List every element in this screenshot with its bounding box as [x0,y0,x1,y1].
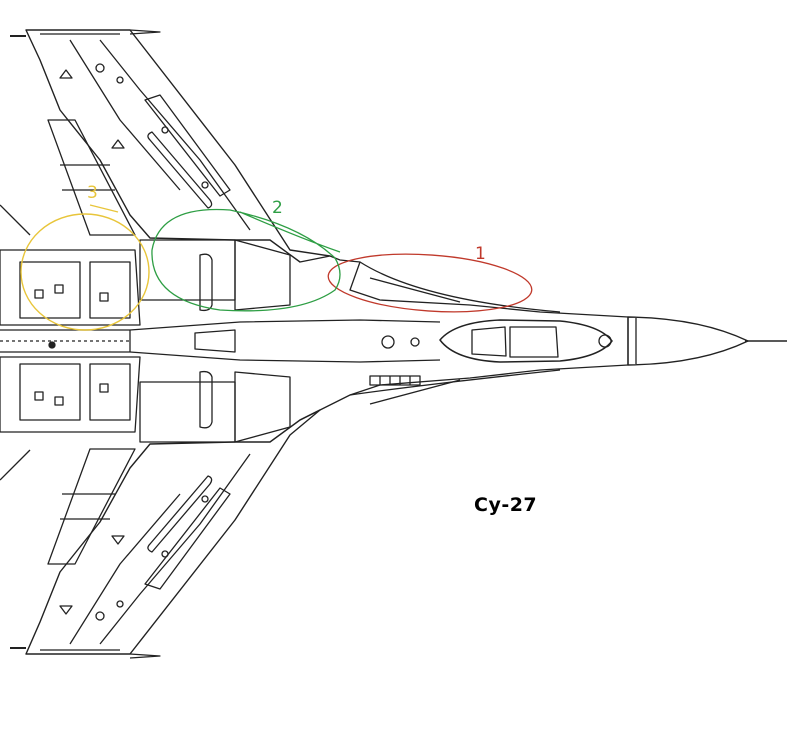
annotation-ellipse-2 [151,208,341,312]
annotation-ellipse-3 [20,213,150,331]
diagram-title: Су-27 [474,494,538,516]
tail-fin-lower [0,449,31,481]
annotation-label-2: 2 [272,198,283,218]
cockpit-canopy [439,319,613,363]
lerx-lower [349,369,561,396]
wing-lower [25,409,321,655]
tail-fin-upper [0,204,31,236]
nacelle-lower [0,356,141,433]
radome [627,316,749,366]
aircraft-line-drawing [0,29,787,659]
wing-upper [25,29,331,263]
forward-fuselage [299,255,629,421]
annotation-ellipse-1 [327,253,533,313]
nacelle-upper [0,249,141,326]
annotation-label-1: 1 [475,244,486,264]
annotation-label-3: 3 [87,183,98,203]
lerx-upper [359,261,561,313]
